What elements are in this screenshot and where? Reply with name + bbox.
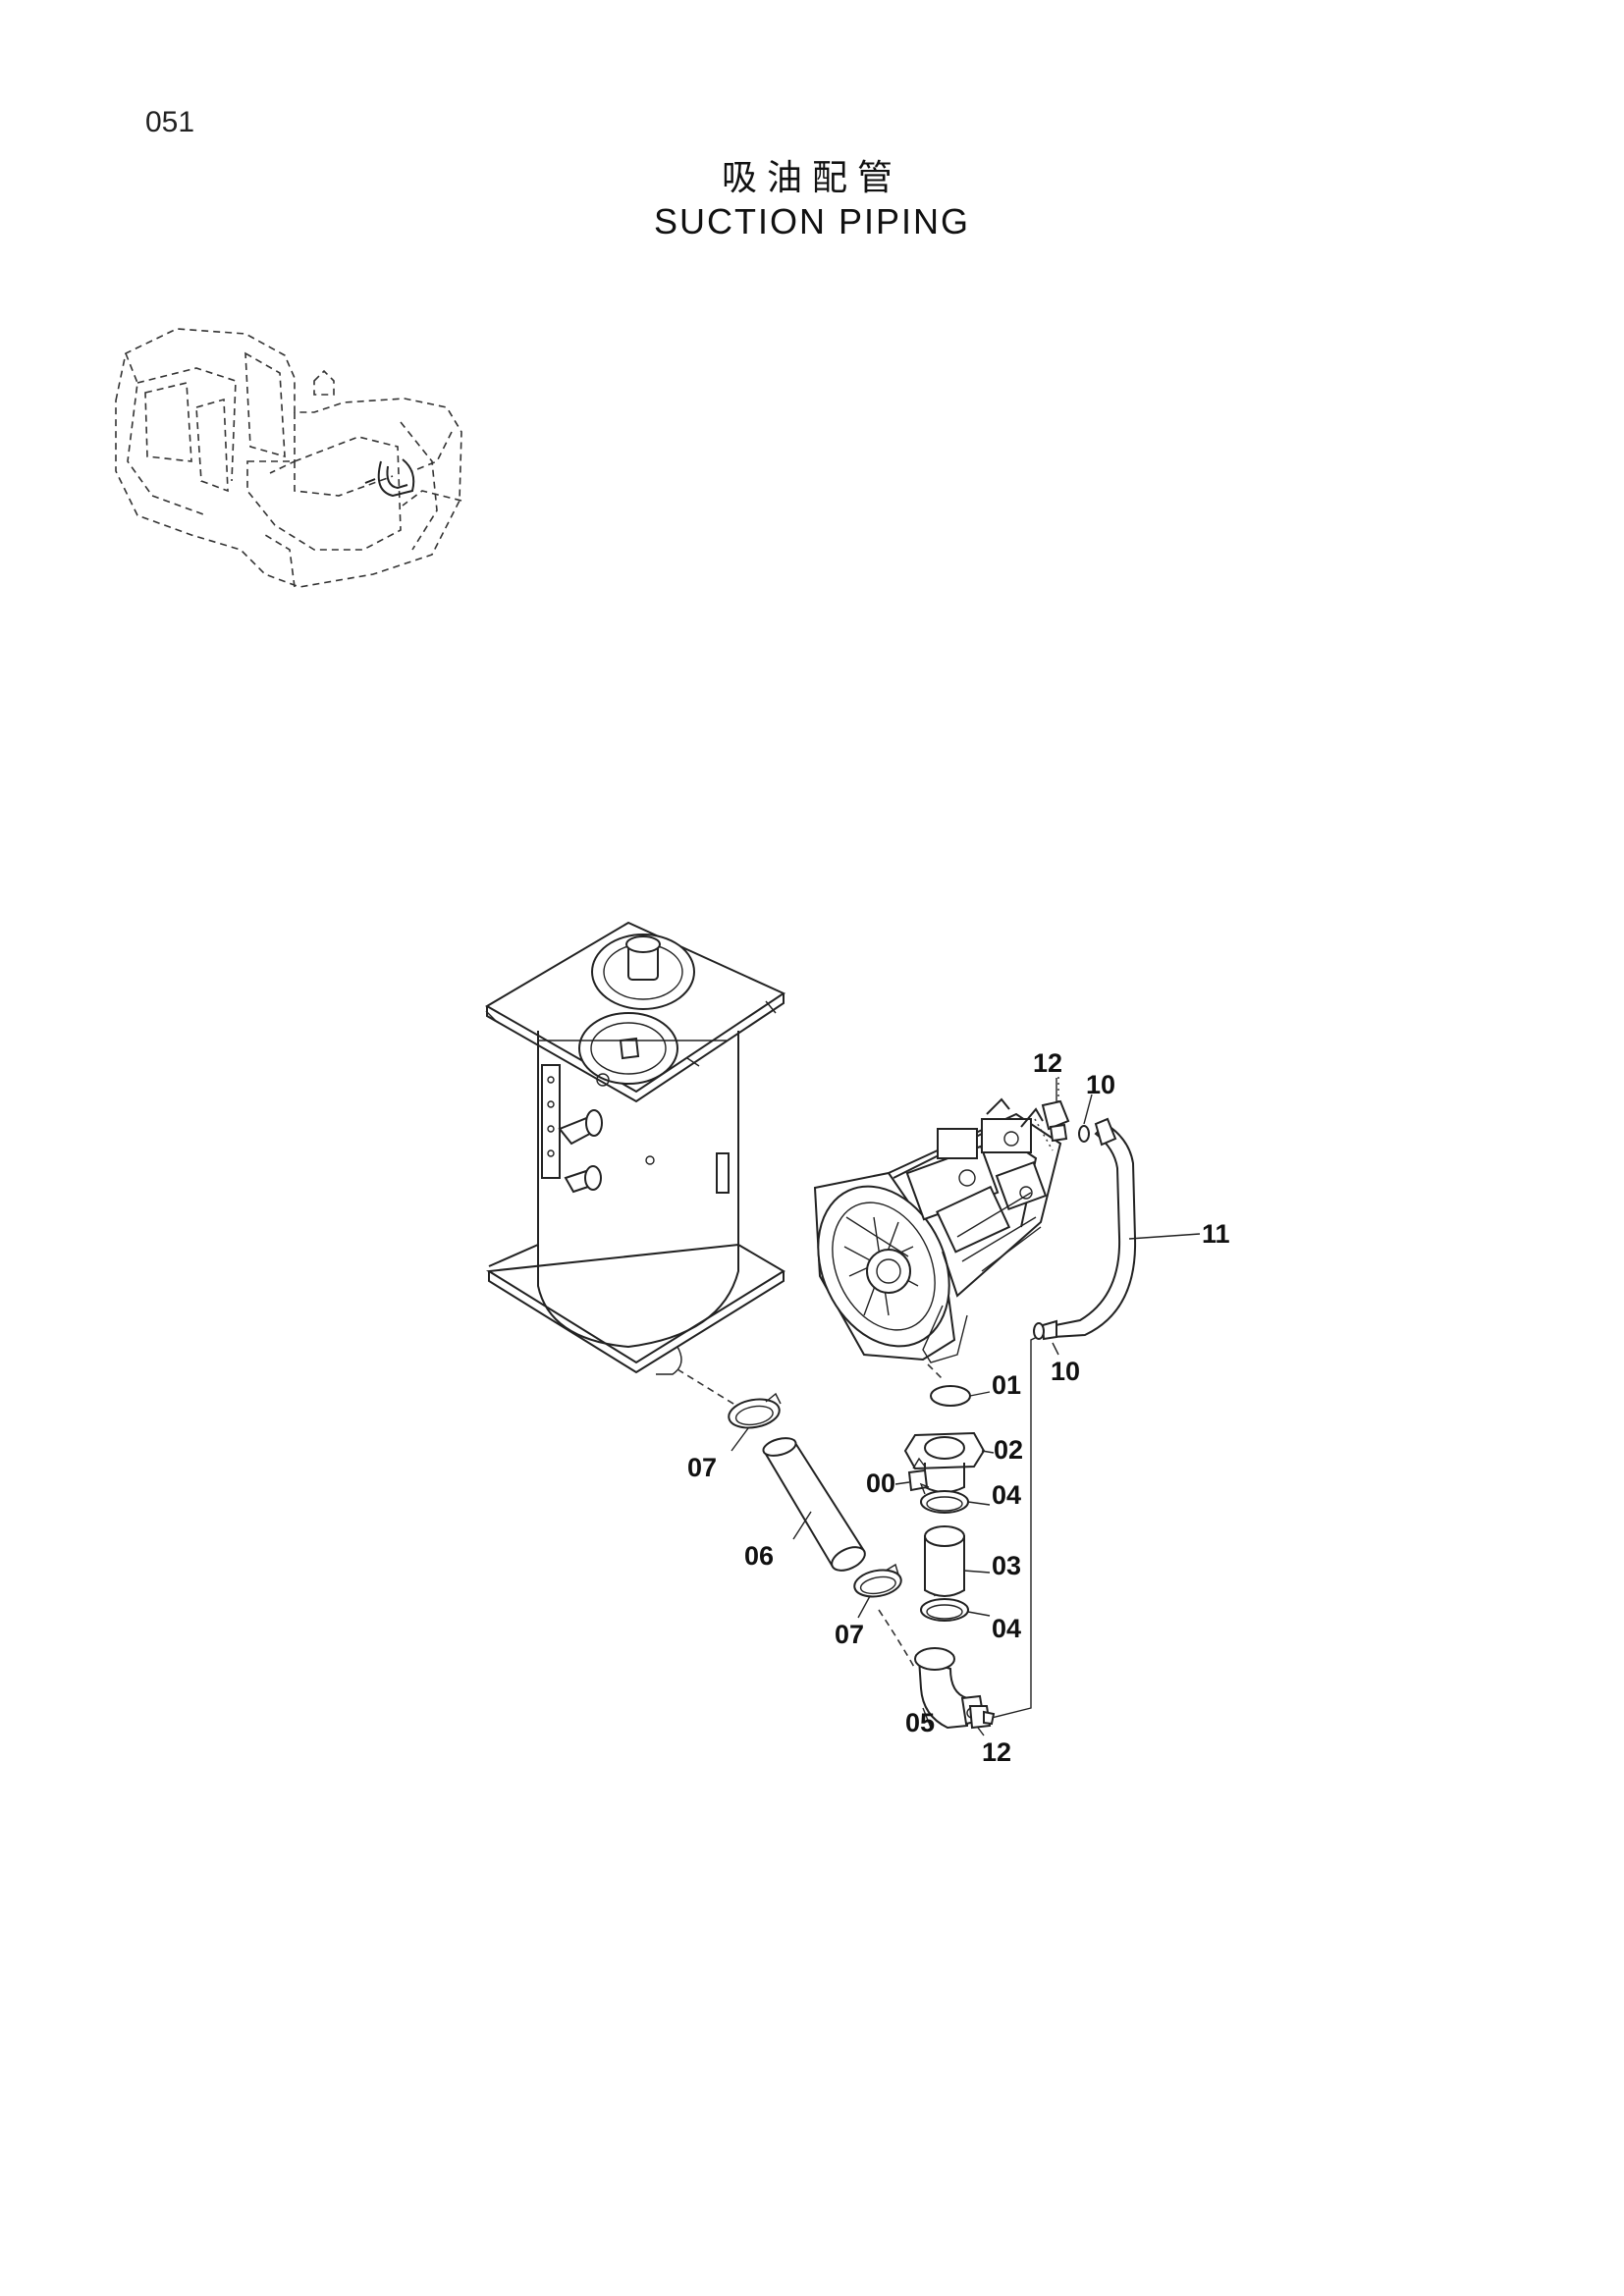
callout-07-bottom: 07 xyxy=(835,1620,865,1649)
o-ring-part xyxy=(930,1385,971,1407)
pilot-hose-part xyxy=(1041,1117,1137,1341)
callout-10-top: 10 xyxy=(1086,1070,1116,1099)
callout-10-mid: 10 xyxy=(1051,1357,1081,1386)
page-number: 051 xyxy=(145,106,195,138)
callout-06: 06 xyxy=(744,1541,775,1571)
suction-hose-part xyxy=(762,1437,866,1572)
flange-part xyxy=(903,1431,986,1493)
clamp-part xyxy=(919,1482,969,1514)
callout-12-bottom: 12 xyxy=(982,1737,1012,1767)
callout-03: 03 xyxy=(992,1551,1022,1580)
callout-04-bottom: 04 xyxy=(992,1614,1022,1643)
callout-04-top: 04 xyxy=(992,1480,1022,1510)
callout-07-top: 07 xyxy=(687,1453,718,1482)
page-title-english: SUCTION PIPING xyxy=(653,201,971,241)
callout-05: 05 xyxy=(905,1708,936,1737)
elbow-part xyxy=(914,1647,986,1730)
callout-00: 00 xyxy=(866,1468,896,1498)
clamp-part xyxy=(920,1598,969,1622)
o-ring-part xyxy=(1078,1125,1090,1143)
hose-clamp-part xyxy=(853,1563,902,1598)
callout-11: 11 xyxy=(1202,1219,1230,1249)
short-hose-part xyxy=(924,1525,965,1597)
callout-12-top: 12 xyxy=(1033,1048,1063,1078)
fitting-part xyxy=(968,1705,996,1730)
callout-02: 02 xyxy=(994,1435,1024,1465)
hydraulic-tank-drawing xyxy=(485,921,786,1375)
page-title-chinese: 吸油配管 xyxy=(721,158,902,198)
callout-01: 01 xyxy=(992,1370,1022,1400)
hose-clamp-part xyxy=(728,1392,782,1429)
hydraulic-pump-drawing xyxy=(813,1097,1062,1363)
fitting-part xyxy=(1041,1099,1070,1143)
o-ring-part xyxy=(1033,1322,1045,1340)
